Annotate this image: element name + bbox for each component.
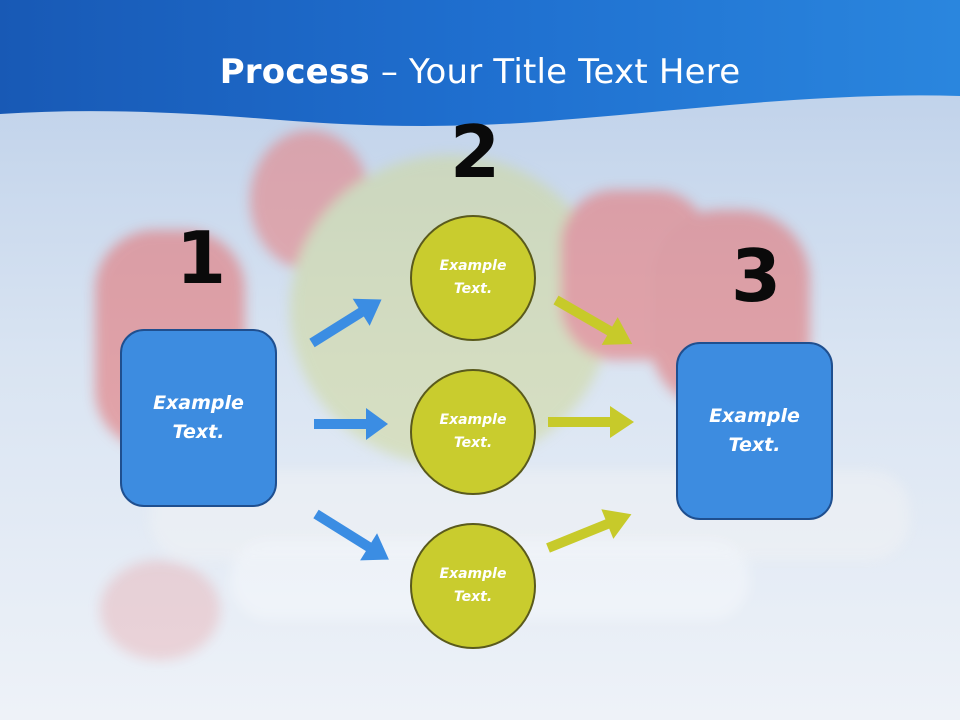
step-number-1: 1 [176, 216, 227, 300]
arrow-to-circle-middle [314, 408, 388, 440]
title-rest: – Your Title Text Here [369, 52, 741, 92]
arrow-from-circle-top [553, 295, 633, 345]
circle-middle-text: Example Text. [439, 412, 507, 451]
title-bold: Process [219, 52, 370, 92]
right-box-text: Example Text. [709, 405, 800, 456]
slide-title: Process – Your Title Text Here [0, 52, 960, 92]
process-circle-bottom: Example Text. [410, 523, 536, 649]
arrow-to-circle-bottom [313, 509, 389, 561]
step-number-3: 3 [731, 234, 782, 318]
step-number-2: 2 [450, 110, 501, 194]
circle-bottom-text: Example Text. [439, 566, 507, 605]
circle-top-text: Example Text. [439, 258, 507, 297]
process-circle-middle: Example Text. [410, 369, 536, 495]
left-process-box: Example Text. [120, 329, 277, 507]
arrow-from-circle-bottom [546, 509, 632, 553]
left-box-text: Example Text. [153, 392, 244, 443]
arrow-to-circle-top [309, 298, 382, 348]
process-circle-top: Example Text. [410, 215, 536, 341]
right-process-box: Example Text. [676, 342, 833, 520]
arrow-from-circle-middle [548, 406, 634, 438]
